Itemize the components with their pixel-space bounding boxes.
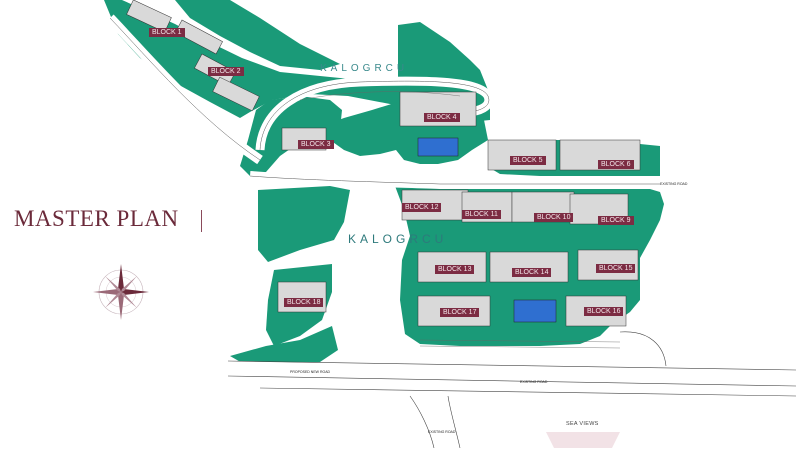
compass-rose-icon: [93, 264, 149, 320]
road-label-proposed: PROPOSED NEW ROAD: [290, 370, 331, 374]
parking-rows: [299, 91, 621, 349]
road-label-existing-east: EXISTING ROAD: [660, 182, 688, 186]
road-curve-east: [619, 331, 667, 367]
pool-south: [513, 299, 557, 323]
green-area-west: [258, 186, 350, 262]
road-main: [249, 171, 660, 189]
road-label-existing-south: EXISTING ROAD: [520, 380, 548, 384]
road-down-2: [447, 395, 461, 449]
block-label-12[interactable]: BLOCK 12: [402, 203, 442, 212]
pool-north: [417, 137, 459, 157]
block-label-4[interactable]: BLOCK 4: [424, 113, 460, 122]
road-main-edge: [249, 175, 660, 185]
block-label-11[interactable]: BLOCK 11: [462, 210, 501, 219]
block-label-15[interactable]: BLOCK 15: [596, 264, 636, 273]
block-label-18[interactable]: BLOCK 18: [284, 298, 324, 307]
brand-name: KALOGRCU: [348, 232, 448, 246]
road-south: [227, 361, 796, 385]
block-label-2[interactable]: BLOCK 2: [208, 67, 244, 76]
road-south-edge-bottom: [227, 375, 796, 387]
green-area-north-2: [175, 0, 340, 70]
sea-views-arrow: [546, 432, 620, 448]
block-label-13[interactable]: BLOCK 13: [435, 265, 475, 274]
block-label-14[interactable]: BLOCK 14: [512, 268, 552, 277]
road-loop-edge: [259, 80, 490, 151]
block-label-10[interactable]: BLOCK 10: [534, 213, 574, 222]
road-down-1: [409, 395, 435, 449]
block-label-1[interactable]: BLOCK 1: [149, 28, 185, 37]
page-title: MASTER PLAN: [14, 206, 179, 231]
title-divider: [201, 210, 202, 232]
block-label-9[interactable]: BLOCK 9: [598, 216, 634, 225]
sea-views-label: SEA VIEWS: [566, 421, 599, 427]
block-label-6[interactable]: BLOCK 6: [598, 160, 634, 169]
block-label-5[interactable]: BLOCK 5: [510, 156, 546, 165]
block-label-3[interactable]: BLOCK 3: [298, 140, 334, 149]
green-area-sw: [230, 326, 338, 364]
road-label-existing-bottom: EXISTING ROAD: [428, 430, 456, 434]
road-bottom: [259, 387, 796, 397]
road-west-edge: [109, 17, 261, 161]
block-label-16[interactable]: BLOCK 16: [584, 307, 624, 316]
road-south-edge-top: [227, 360, 796, 371]
brand-watermark: KALOGRCU: [320, 63, 409, 74]
block-label-17[interactable]: BLOCK 17: [440, 308, 480, 317]
